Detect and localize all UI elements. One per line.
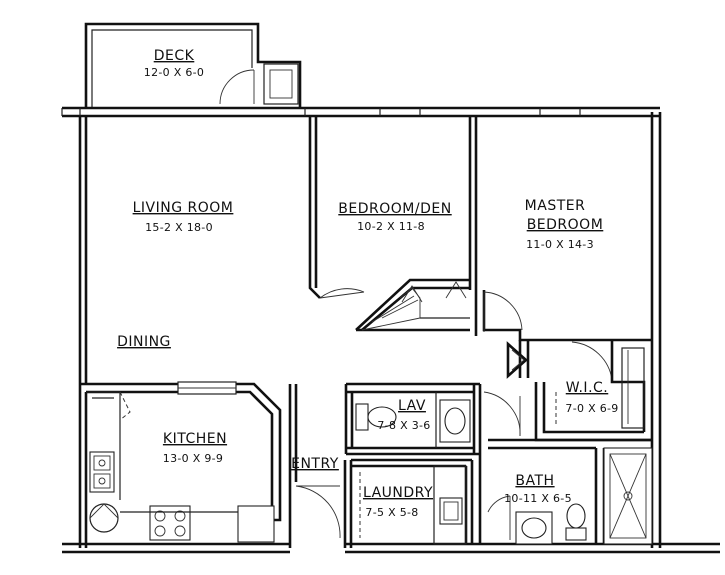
lav-dims: 7-8 X 3-6 — [377, 419, 430, 432]
bath-walls — [478, 438, 653, 545]
living-room-dims: 15-2 X 18-0 — [145, 221, 213, 234]
bedroom-den-name: BEDROOM/DEN — [338, 201, 451, 217]
bedroom-den-walls — [355, 116, 478, 332]
deck-name: DECK — [154, 48, 195, 64]
lav-walls — [344, 382, 521, 456]
living-room-name: LIVING ROOM — [133, 200, 234, 216]
wic-name: W.I.C. — [566, 380, 609, 396]
master-bedroom-walls — [474, 290, 652, 382]
deck-dims: 12-0 X 6-0 — [144, 66, 204, 79]
entry-area — [288, 460, 353, 548]
deck-area — [84, 22, 302, 108]
room-labels: DECK 12-0 X 6-0 LIVING ROOM 15-2 X 18-0 … — [117, 48, 618, 519]
master-bedroom-name-line2: BEDROOM — [527, 217, 604, 233]
laundry-dims: 7-5 X 5-8 — [365, 506, 418, 519]
dining-name: DINING — [117, 334, 171, 350]
laundry-name: LAUNDRY — [363, 485, 433, 501]
master-bedroom-dims: 11-0 X 14-3 — [526, 238, 594, 251]
bath-dims: 10-11 X 6-5 — [504, 492, 572, 505]
lav-name: LAV — [398, 398, 426, 414]
kitchen-dims: 13-0 X 9-9 — [163, 452, 223, 465]
living-dining-walls — [288, 116, 365, 482]
master-bedroom-name-line1: MASTER — [525, 198, 586, 214]
kitchen-name: KITCHEN — [163, 431, 227, 447]
wic-dims: 7-0 X 6-9 — [565, 402, 618, 415]
bath-name: BATH — [515, 473, 554, 489]
bedroom-den-dims: 10-2 X 11-8 — [357, 220, 425, 233]
laundry-walls — [351, 458, 474, 545]
kitchen-walls — [78, 381, 282, 548]
entry-name: ENTRY — [291, 456, 339, 472]
